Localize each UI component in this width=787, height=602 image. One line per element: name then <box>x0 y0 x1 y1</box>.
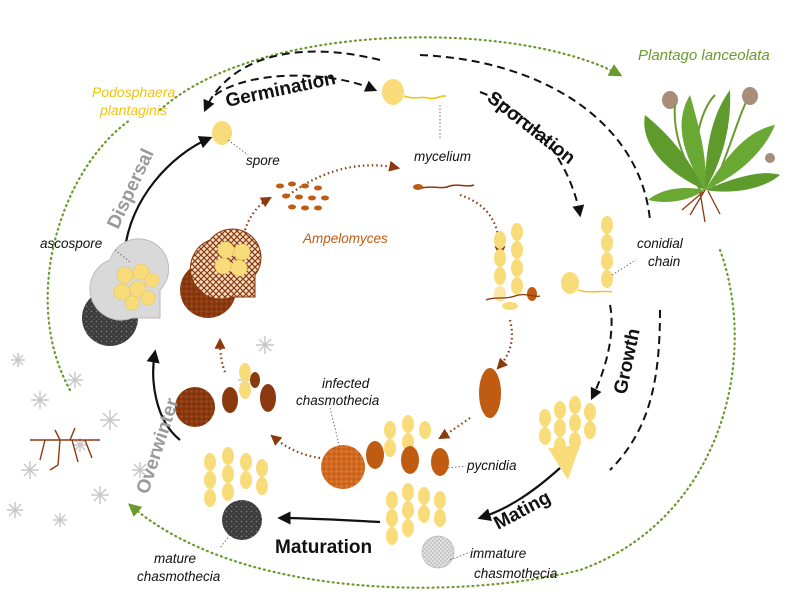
hyperparasite-germination-icon <box>413 184 475 190</box>
ascospore-label: ascospore <box>40 236 102 251</box>
host-seasonal-cycle <box>46 36 736 589</box>
pathogen-cycle-arrows <box>123 50 661 525</box>
stage-sporulation-label: Sporulation <box>483 87 579 169</box>
mature-chasmothecia-label-line2: chasmothecia <box>137 569 221 584</box>
infected-chasmothecia-label-line2: chasmothecia <box>296 393 380 408</box>
pycnidia-label: pycnidia <box>466 458 517 473</box>
host-plant-icon <box>644 87 780 223</box>
hyperparasite-spores-icon <box>276 181 329 211</box>
mature-chasmothecia-icon <box>204 447 268 540</box>
spore-label: spore <box>246 153 280 168</box>
stage-overwinter-label: Overwinter <box>133 395 184 496</box>
overwintering-plant-icon <box>30 427 100 471</box>
stage-maturation-label: Maturation <box>275 537 372 558</box>
stage-growth-label: Growth <box>610 327 644 396</box>
infected-chasmothecia-label-line1: infected <box>322 376 370 391</box>
conidial-chain-icon <box>561 216 613 294</box>
snowflake-icons <box>7 336 274 527</box>
immature-chasmothecia-icon <box>386 483 455 569</box>
infected-conidial-chain-icon <box>485 223 541 310</box>
infected-chasmothecium-large-icon <box>180 228 262 318</box>
ascospore-chasmothecium-icon <box>82 238 170 346</box>
pycnidium-icon <box>479 368 501 418</box>
mycelium-label: mycelium <box>414 149 471 164</box>
label-leader-lines <box>114 105 637 561</box>
spore-icon <box>212 121 232 145</box>
immature-chasmothecia-label-line1: immature <box>470 546 526 561</box>
infected-chasmothecia-icon <box>321 415 449 489</box>
host-name-label: Plantago lanceolata <box>638 47 770 64</box>
stage-dispersal-label: Dispersal <box>103 146 158 232</box>
stage-germination-label: Germination <box>224 68 338 112</box>
pathogen-name-line1: Podosphaera <box>92 84 176 100</box>
hyperparasite-name-label: Ampelomyces <box>302 231 388 246</box>
mature-chasmothecia-label-line1: mature <box>154 551 196 566</box>
hyperparasite-cycle-arrows <box>214 160 514 460</box>
stage-mating-label: Mating <box>490 487 554 534</box>
pathogen-name-line2: plantaginis <box>99 102 167 118</box>
immature-chasmothecia-label-line2: chasmothecia <box>474 566 558 581</box>
conidial-chain-label-line2: chain <box>648 254 680 269</box>
infected-chasmothecia-left-icon <box>175 363 276 427</box>
growing-colony-icon <box>539 396 596 480</box>
germinating-spore-icon <box>382 79 447 105</box>
conidial-chain-label-line1: conidial <box>637 236 684 251</box>
